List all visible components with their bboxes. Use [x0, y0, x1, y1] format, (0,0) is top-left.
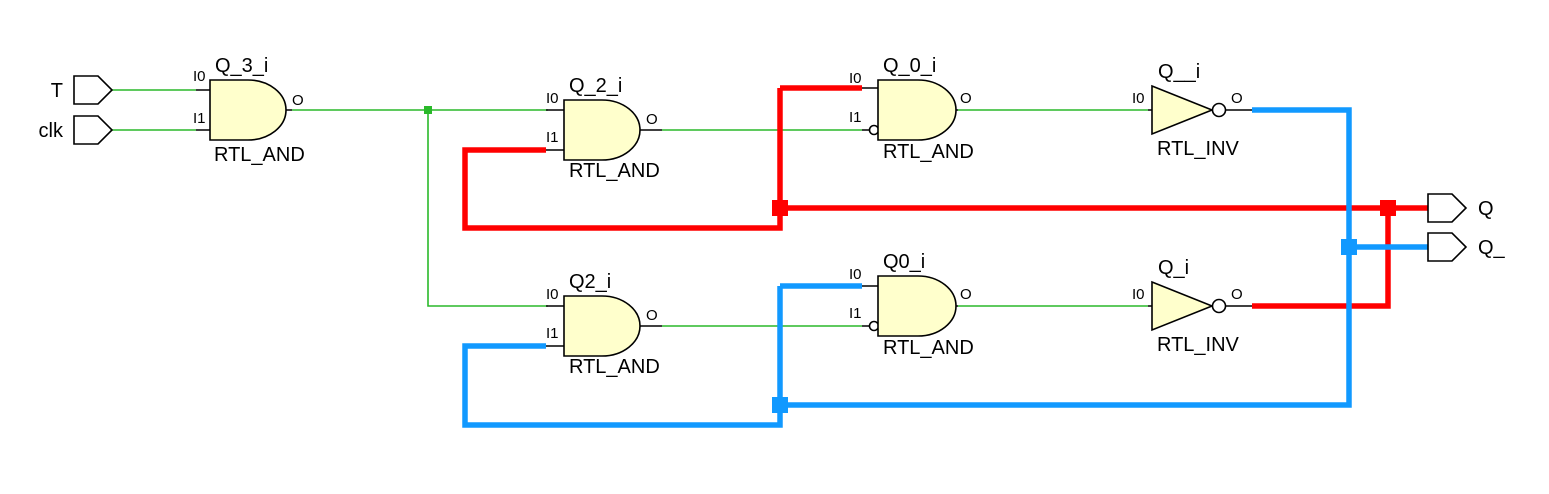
net-q3-branch[interactable]	[427, 110, 548, 307]
instance-name: Q_0_i	[883, 55, 936, 77]
net-junction	[424, 106, 432, 114]
pin-o-label: O	[1231, 90, 1243, 107]
gate-q0b-and[interactable]: I0 I1 O Q0_i RTL_AND	[849, 251, 974, 359]
gate-q2b-and[interactable]: I0 I1 O Q2_i RTL_AND	[546, 271, 662, 378]
port-label: clk	[39, 120, 64, 142]
green-nets	[112, 89, 1148, 327]
pin-i0-label: I0	[849, 70, 862, 87]
instance-name: Q_2_i	[569, 75, 622, 97]
blue-net-qn[interactable]	[462, 107, 1428, 428]
invert-bubble	[1211, 102, 1227, 118]
cell-type: RTL_AND	[214, 144, 305, 166]
blue-junction	[772, 397, 788, 413]
instance-name: Q_i	[1158, 257, 1189, 279]
gate-qinv-b-inv[interactable]: I0 O Q_i RTL_INV	[1132, 257, 1252, 356]
invert-bubble	[1211, 298, 1227, 314]
pin-o-label: O	[960, 286, 972, 303]
port-label: Q_	[1478, 237, 1506, 259]
pin-i0-label: I0	[546, 286, 559, 303]
red-junction	[772, 200, 788, 216]
pin-i0-label: I0	[1132, 286, 1145, 303]
port-label: Q	[1478, 198, 1494, 220]
instance-name: Q0_i	[883, 251, 925, 273]
pin-i0-label: I0	[849, 266, 862, 283]
port-label: T	[51, 80, 63, 102]
pin-i1-label: I1	[546, 129, 559, 146]
pin-o-label: O	[646, 111, 658, 128]
gate-qinv-a-inv[interactable]: I0 O Q__i RTL_INV	[1132, 61, 1252, 160]
cell-type: RTL_AND	[569, 356, 660, 378]
instance-name: Q2_i	[569, 271, 611, 293]
pin-i1-label: I1	[546, 325, 559, 342]
pin-i0-label: I0	[1132, 90, 1145, 107]
output-port-qn[interactable]: Q_	[1427, 232, 1506, 262]
pin-i0-label: I0	[193, 68, 206, 85]
pin-i1-label: I1	[193, 110, 206, 127]
red-junction	[1380, 200, 1396, 216]
pin-i1-label: I1	[849, 305, 862, 322]
red-net-q[interactable]	[462, 85, 1428, 309]
gate-q3-and[interactable]: I0 I1 O Q_3_i RTL_AND	[193, 55, 305, 166]
invert-bubble	[868, 124, 880, 136]
pin-o-label: O	[1231, 286, 1243, 303]
gate-q2a-and[interactable]: I0 I1 O Q_2_i RTL_AND	[546, 75, 662, 182]
blue-junction	[1341, 239, 1357, 255]
input-port-t[interactable]: T	[51, 75, 114, 105]
pin-i0-label: I0	[546, 90, 559, 107]
cell-type: RTL_AND	[883, 141, 974, 163]
cell-type: RTL_INV	[1157, 138, 1240, 160]
cell-type: RTL_AND	[883, 337, 974, 359]
pin-o-label: O	[960, 90, 972, 107]
cell-type: RTL_AND	[569, 160, 660, 182]
output-port-q[interactable]: Q	[1427, 193, 1494, 223]
input-port-clk[interactable]: clk	[39, 115, 114, 145]
pin-i1-label: I1	[849, 109, 862, 126]
pin-o-label: O	[292, 92, 304, 109]
pin-o-label: O	[646, 307, 658, 324]
invert-bubble	[868, 320, 880, 332]
gate-q0a-and[interactable]: I0 I1 O Q_0_i RTL_AND	[849, 55, 974, 163]
instance-name: Q_3_i	[215, 55, 268, 77]
instance-name: Q__i	[1158, 61, 1200, 83]
cell-type: RTL_INV	[1157, 334, 1240, 356]
